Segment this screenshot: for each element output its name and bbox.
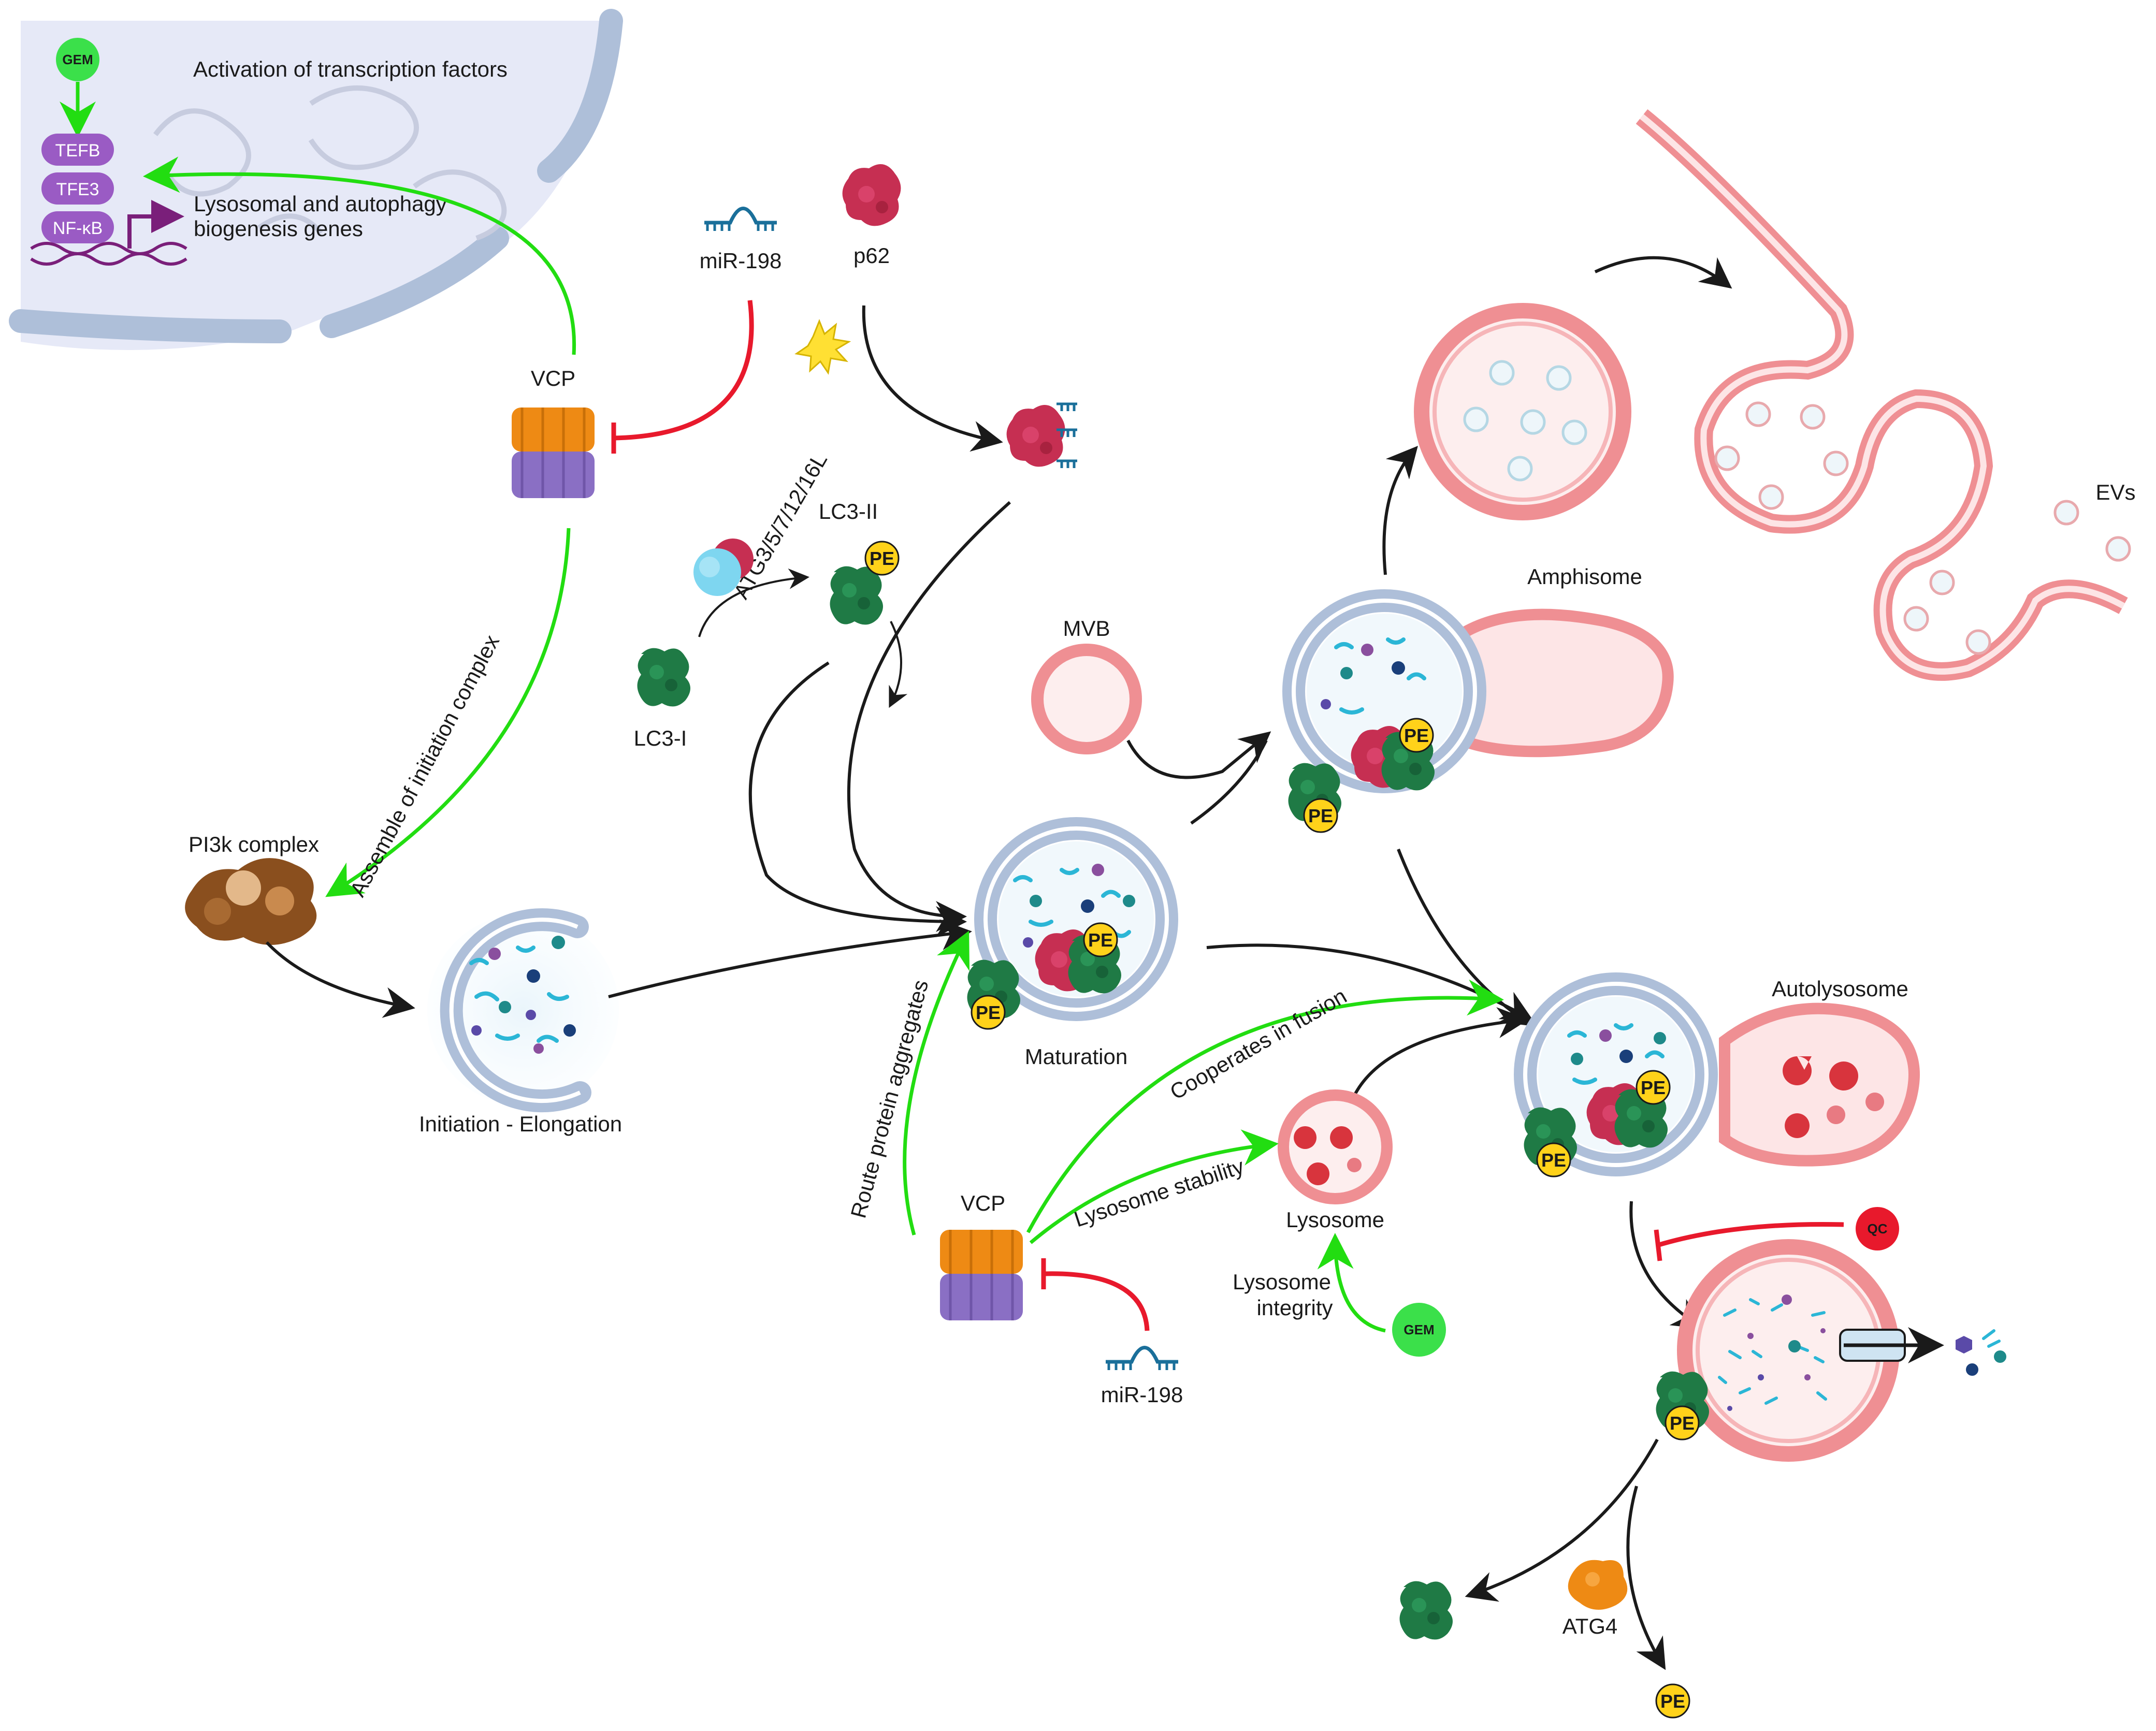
mvb-vesicle-icon <box>1414 303 1631 520</box>
lc3-i-icon <box>637 648 690 707</box>
mvb-label: MVB <box>1063 616 1110 641</box>
gem-integrity-arrow <box>1317 1233 1386 1333</box>
atg-complex-icon <box>693 539 754 596</box>
p62-icon <box>842 164 901 226</box>
gem-badge-top <box>56 38 99 81</box>
nfkb-pill <box>41 211 114 243</box>
lc3-i-label: LC3-I <box>634 726 687 750</box>
pi3k-complex-icon <box>185 858 317 945</box>
vcp-bottom-label: VCP <box>961 1191 1005 1215</box>
vcp-to-transcription-arrow <box>143 156 576 355</box>
qc-badge <box>1856 1207 1899 1250</box>
mvb-icon <box>1031 644 1142 754</box>
nucleus <box>9 9 623 350</box>
tefb-label: TEFB <box>55 141 100 161</box>
nucleus-title: Activation of transcription factors <box>193 57 508 81</box>
lysosome-icon <box>1278 1089 1393 1204</box>
tfe3-pill <box>41 172 114 205</box>
tefb-pill <box>41 134 114 166</box>
autolysosome-icon <box>1514 972 1920 1176</box>
genes-label-line1: Lysosomal and autophagy <box>194 192 447 216</box>
autolysosome-to-degradation-arrow <box>1629 1201 1704 1329</box>
pi3k-label: PI3k complex <box>189 832 319 856</box>
mir-bottom-label: miR-198 <box>1101 1383 1183 1407</box>
pi3k-to-phagophore-arrow <box>265 941 415 1018</box>
pe-label-released: PE <box>1660 1691 1685 1712</box>
vcp-assemble-arrow <box>325 528 571 897</box>
mir-bottom-inhibition <box>1043 1271 1150 1331</box>
mirna-top-icon <box>704 209 777 231</box>
autolysosome-label: Autolysosome <box>1772 977 1908 1001</box>
vcp-route-arrow <box>903 930 970 1235</box>
lc3-lipidation-arrow <box>698 568 809 637</box>
lc3-ii-descent-arrow <box>889 621 908 708</box>
route-arrow-label: Route protein aggregates <box>846 977 933 1220</box>
pe-release-arrow <box>1626 1486 1666 1670</box>
lc3-ii-icon <box>830 566 883 625</box>
released-metabolites-icon <box>1956 1329 2006 1376</box>
vcp-bottom-icon <box>940 1230 1023 1320</box>
evs-label: EVs <box>2095 480 2135 504</box>
gem-badge-bottom <box>1392 1303 1446 1357</box>
p62-to-ubiquitinated-arrow <box>862 305 1003 452</box>
lysosome-integrity-label-1: Lysosome <box>1233 1270 1331 1294</box>
plasma-membrane-inner <box>1640 114 2125 675</box>
autophagosome-to-amphisome-arrow <box>1190 739 1268 825</box>
extracellular-vesicles <box>1714 401 2131 655</box>
degradative-lysosome-icon <box>1677 1239 1900 1462</box>
initiation-label: Initiation - Elongation <box>419 1112 622 1136</box>
ubiquitin-chains-icon <box>1057 402 1077 468</box>
vcp-top-label: VCP <box>531 366 575 390</box>
lc3-ii-label: LC3-II <box>819 499 878 523</box>
tfe3-label: TFE3 <box>56 180 99 199</box>
pe-label-outer-autolysosome: PE <box>1541 1150 1566 1171</box>
pe-label-autophagosome: PE <box>1088 929 1113 951</box>
cooperates-arrow-label: Cooperates in fusion <box>1166 983 1351 1104</box>
amphisome-icon <box>1282 589 1674 793</box>
mvb-to-amphisome-arrow <box>1126 731 1271 779</box>
pe-label-outer-amphisome: PE <box>1308 805 1333 826</box>
lysosome-label: Lysosome <box>1286 1208 1384 1232</box>
maturation-label: Maturation <box>1025 1044 1127 1069</box>
amphisome-label: Amphisome <box>1527 564 1642 589</box>
p62-to-autophagosome-arrow <box>847 501 1011 932</box>
pe-label-outer-autophagosome: PE <box>976 1002 1001 1023</box>
pe-label-autolysosome: PE <box>1641 1077 1666 1098</box>
recycled-lc3-icon <box>1399 1581 1453 1640</box>
exocytosis-arrow <box>1594 256 1732 289</box>
lc3-to-autophagosome-arrow <box>748 661 967 937</box>
pe-label-lc3ii: PE <box>870 548 894 569</box>
pe-label-degradative: PE <box>1670 1413 1695 1434</box>
mirna-bottom-icon <box>1106 1348 1178 1371</box>
lysosome-to-autolysosome-arrow <box>1348 1007 1529 1109</box>
amphisome-to-vesicle-arrow <box>1382 445 1418 575</box>
lc3-recycling-arrow <box>1465 1438 1659 1602</box>
plasma-membrane <box>1636 109 2128 681</box>
phagophore-icon <box>427 908 619 1113</box>
qc-inhibition <box>1656 1222 1844 1248</box>
vcp-stability-arrow <box>1029 1129 1279 1244</box>
p62-ubiquitinated-icon <box>1006 405 1065 467</box>
p62-label: p62 <box>853 243 890 268</box>
qc-label: QC <box>1868 1221 1888 1237</box>
mir-top-label: miR-198 <box>700 249 782 273</box>
mir-top-inhibition <box>613 300 754 441</box>
phagophore-to-autophagosome-arrow <box>608 919 972 998</box>
stability-arrow-label: Lysosome stability <box>1071 1154 1247 1231</box>
lysosome-integrity-label-2: integrity <box>1256 1296 1333 1320</box>
atg4-icon <box>1568 1560 1628 1610</box>
vcp-top-icon <box>512 408 595 498</box>
gem-label-bottom: GEM <box>1403 1322 1434 1337</box>
dna-strand-icon <box>30 242 187 266</box>
nfkb-label: NF-κB <box>53 219 103 238</box>
gem-label-top: GEM <box>62 52 93 67</box>
atg4-label: ATG4 <box>1562 1614 1618 1638</box>
qc-inhibition-bar <box>1654 1229 1662 1261</box>
pe-label-amphisome: PE <box>1404 725 1429 746</box>
transcription-start-arrow <box>127 200 184 249</box>
vcp-cooperates-arrow <box>1026 979 1504 1233</box>
genes-label-line2: biogenesis genes <box>194 216 363 241</box>
stress-burst-icon <box>794 318 851 375</box>
